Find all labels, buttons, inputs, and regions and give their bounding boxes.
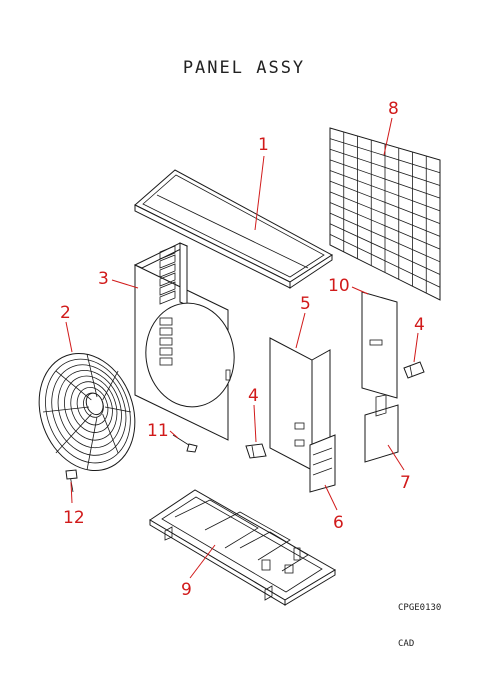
leader-1	[254, 155, 265, 231]
cabinet-rib	[159, 317, 173, 326]
rear-grille	[329, 127, 441, 301]
callout-7: 7	[400, 473, 411, 493]
leader-lines	[65, 117, 419, 579]
cabinet-slot	[159, 245, 176, 260]
cabinet-slot	[159, 263, 176, 278]
cabinet-rib	[159, 357, 173, 366]
drawing-type: CAD	[398, 639, 415, 649]
fan-guard-spoke	[86, 416, 98, 471]
fan-guard-spoke	[86, 353, 98, 398]
leader-12	[70, 481, 73, 504]
fan-guard-spoke	[102, 413, 119, 454]
leader-6	[324, 484, 338, 511]
callout-3: 3	[98, 269, 109, 289]
callout-11: 11	[147, 421, 169, 441]
fan-guard-hub	[85, 392, 104, 416]
service-panel-upper	[361, 291, 398, 399]
cabinet-slot	[159, 281, 176, 296]
leader-7	[387, 444, 405, 471]
cabinet-rib	[159, 337, 173, 346]
fan-guard-ring	[70, 381, 113, 433]
fan-guard-ring	[76, 387, 109, 426]
leader-11	[169, 430, 179, 439]
fan-guard-spoke	[55, 413, 92, 454]
front-cabinet-panel	[133, 242, 235, 441]
drawing-title: PANEL ASSY	[182, 58, 306, 78]
callout-6: 6	[333, 513, 344, 533]
leader-2	[65, 321, 73, 353]
callout-4a: 4	[414, 315, 425, 335]
fan-guard-spoke	[42, 406, 90, 413]
leader-3	[111, 279, 139, 289]
screw-11	[172, 434, 198, 453]
fan-guard-ring	[57, 370, 122, 449]
cabinet-slot	[159, 290, 176, 305]
callout-12: 12	[63, 508, 85, 528]
corner-cover	[309, 434, 336, 493]
cabinet-rib	[159, 347, 173, 356]
service-panel-lower	[364, 394, 399, 463]
fan-guard-spoke	[55, 370, 92, 401]
leader-9	[189, 544, 216, 579]
callout-10: 10	[328, 276, 350, 296]
callout-4b: 4	[248, 386, 259, 406]
fan-guard-ring	[64, 375, 118, 441]
fan-guard	[38, 352, 136, 472]
cabinet-slot	[159, 272, 176, 287]
top-cover-panel	[134, 169, 333, 289]
cabinet-slot	[159, 254, 176, 269]
fan-guard-ring	[51, 364, 127, 456]
leader-10	[351, 286, 369, 295]
clip-right	[403, 361, 425, 379]
callout-1: 1	[258, 135, 269, 155]
callout-8: 8	[388, 99, 399, 119]
fan-guard-spoke	[104, 406, 132, 413]
fan-guard-spoke	[102, 370, 119, 401]
callout-5: 5	[300, 294, 311, 314]
clip-left	[245, 443, 267, 459]
cabinet-rib	[159, 327, 173, 336]
callout-2: 2	[60, 303, 71, 323]
leader-4b	[253, 404, 257, 443]
fan-guard-ring	[45, 358, 131, 464]
leader-8	[383, 117, 393, 156]
leader-4a	[413, 332, 419, 363]
leader-5	[295, 312, 306, 349]
drawing-code: CPGE0130	[398, 603, 442, 613]
base-pan	[149, 489, 336, 606]
callout-9: 9	[181, 580, 192, 600]
callout-numbers: 1 2 3 4 4 5 6 7 8 9 10 11 12	[60, 99, 425, 600]
